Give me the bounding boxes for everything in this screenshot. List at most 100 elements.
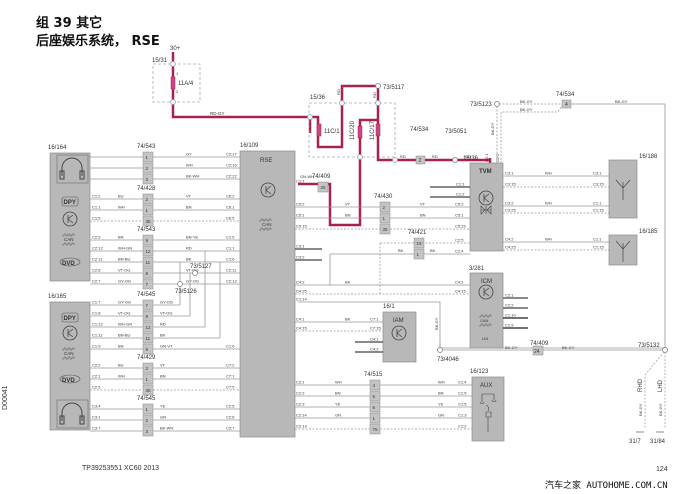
- pin-label: 7: [146, 282, 149, 287]
- wire-color-label: WH: [545, 201, 552, 206]
- splice-4046-label: 73/4046: [437, 357, 459, 363]
- iam-pin-label: C4:1: [370, 337, 379, 342]
- rse-pin-label: C4:1: [296, 317, 305, 322]
- lin-label: LIN: [482, 336, 488, 341]
- wire-color-label: BN-BU: [118, 333, 131, 338]
- antenna-pin-label: C1:1: [593, 201, 602, 206]
- connector-74-543-mid-label: 74/543: [137, 227, 156, 233]
- can-waveform-icon: [62, 347, 75, 360]
- wire-color-label: BN: [118, 344, 124, 349]
- wire-label: BK-GY: [638, 403, 643, 416]
- rse-pin-label: C2:13: [296, 424, 307, 429]
- dpy-label: DPY: [64, 200, 76, 206]
- connector-534-pin2: [415, 155, 426, 165]
- pin-label: C2:17: [226, 152, 237, 157]
- pin-label: 4: [565, 102, 568, 108]
- page-number: 124: [656, 466, 668, 473]
- icm-pin-label: C1:10: [505, 313, 516, 318]
- antenna-16-185: 16/185: [608, 229, 658, 266]
- connector-409-pin24: [532, 345, 544, 356]
- connector-74-545-bottom-label: 74/545: [137, 396, 156, 402]
- wire-color-label: BN: [438, 391, 444, 396]
- rse-pin-label: C3:1: [296, 244, 305, 249]
- pin-label: 24: [534, 349, 540, 355]
- connector-74-515-label: 74/515: [364, 372, 383, 378]
- splice-5051-label: 73/5051: [445, 129, 467, 135]
- wire-color-label: WH: [438, 380, 445, 385]
- wire-color-label: GY-OG: [118, 300, 131, 305]
- rhd-label: RHD: [638, 378, 644, 392]
- wire-power-rse: [298, 118, 378, 227]
- dpy-box: [61, 312, 79, 323]
- pin-label: 11: [146, 336, 151, 341]
- wire-label: BK-GY: [658, 403, 663, 416]
- pin-label: C1:5: [92, 216, 101, 221]
- splice-5132-label: 73/5132: [638, 343, 660, 349]
- splice-5051: [452, 157, 458, 163]
- terminal: [307, 114, 313, 120]
- antenna-icon: [615, 179, 631, 200]
- tvm-pin-label: C1:2: [456, 192, 465, 197]
- pin-label: C2:7: [92, 279, 101, 284]
- pin-label: C2:5: [226, 404, 235, 409]
- pin-label: C2:2: [92, 363, 101, 368]
- wire-color-label: GY: [186, 152, 192, 157]
- pin-label: C1:8: [92, 311, 101, 316]
- tvm-name: TVM: [479, 169, 492, 175]
- can-label: CAN: [262, 222, 272, 227]
- wire-color-label: VT: [160, 363, 166, 368]
- tvm-pin-label: C5:2: [455, 202, 464, 207]
- wire-label: BK-GY: [520, 99, 533, 104]
- wire-color-label: WH: [545, 171, 552, 176]
- ground-point-31-7: 31/7: [629, 439, 641, 445]
- pin-label: C2:11: [92, 257, 103, 262]
- tvm-pin-label: C5:1: [455, 213, 464, 218]
- aux-pin-label: C1:5: [458, 402, 467, 407]
- wire-color-label: GY-OG: [118, 279, 131, 284]
- iam-pin-label: C7:15: [370, 326, 381, 331]
- can-label: CAN: [64, 351, 74, 356]
- wire-color-label: BK: [430, 248, 436, 253]
- connector-74-545-top-label: 74/545: [137, 292, 156, 298]
- pin-label: 1: [417, 252, 420, 257]
- splice-5117: [375, 83, 381, 89]
- dvd-disc-icon: [59, 257, 81, 267]
- pin-label: 35: [383, 227, 389, 232]
- pin-label: C1:6: [226, 257, 235, 262]
- system-title: 后座娱乐系统， RSE: [36, 34, 160, 49]
- tvm-id: 16/36: [463, 156, 479, 162]
- wire-label: RD: [432, 154, 438, 159]
- display-16-164: 16/164 DPY CAN DVD: [48, 145, 91, 282]
- wire-color-label: VT: [420, 202, 426, 207]
- fuse-11a4-label: 11A/4: [178, 81, 194, 87]
- wire-color-label: WH-GN: [118, 322, 132, 327]
- terminal: [392, 157, 398, 163]
- wire-label: BK-GY: [562, 345, 575, 350]
- dpy-box: [61, 196, 79, 207]
- terminal: [357, 154, 363, 160]
- dvd-label: DVD: [62, 261, 75, 267]
- wire-color-label: GN-VT: [160, 344, 173, 349]
- aux-pin-label: C1:2: [458, 424, 467, 429]
- icm-id: 3/281: [469, 266, 485, 272]
- icm-pin-label: C2:2: [505, 303, 514, 308]
- tvm-pin-label: C3:2: [505, 201, 514, 206]
- terminal: [339, 100, 345, 106]
- pin-label: C7:5: [226, 385, 235, 390]
- wire-color-label: BN-YE: [186, 235, 199, 240]
- wire-color-label: GN: [438, 413, 444, 418]
- pin-label: 3: [146, 177, 149, 182]
- tvm-body: [469, 162, 504, 252]
- pin-label: 1: [383, 216, 386, 221]
- fuse-11c20: [357, 125, 363, 139]
- wire-color-label: BN: [345, 213, 351, 218]
- pin-label: 1: [146, 407, 149, 412]
- fuse-11c17: [375, 123, 381, 137]
- wire-color-label: VT-OG: [118, 268, 130, 273]
- ground-point-31-84: 31/84: [650, 439, 666, 445]
- pin-label: 4: [373, 383, 376, 388]
- wire-color-label: YE: [438, 402, 444, 407]
- rse-pin-label: C5:15: [296, 224, 307, 229]
- antenna-pin-label: C1:15: [593, 208, 604, 213]
